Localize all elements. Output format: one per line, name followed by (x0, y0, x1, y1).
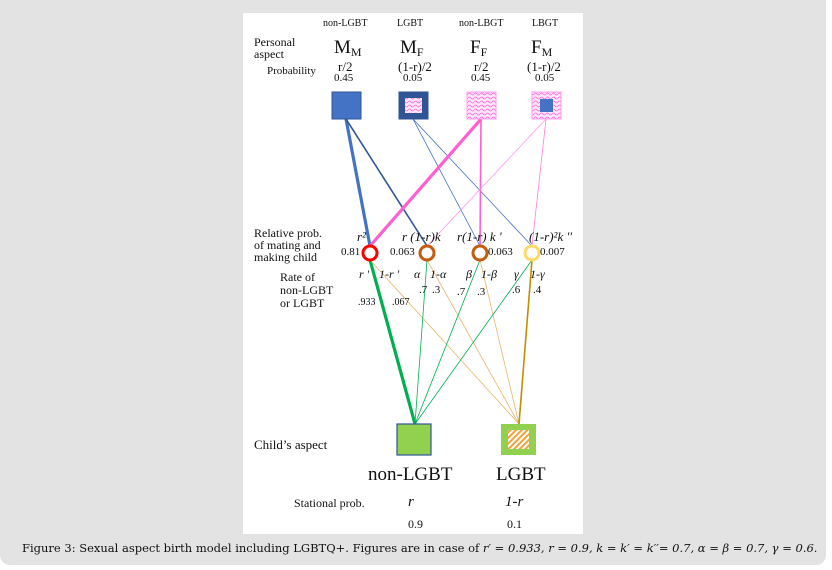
rate-value-1-gamma: .4 (533, 284, 542, 296)
parent-box-fm-inner (540, 99, 553, 112)
caption-params: r′ = 0.933, r = 0.9, k = k′ = k′′= 0.7, … (482, 541, 818, 555)
parent-prob-ff: 0.45 (471, 72, 491, 84)
parent-symbol-ff: FF (470, 37, 488, 59)
couple-circle-3 (471, 244, 489, 262)
parent-symbol-mf: MF (400, 37, 424, 59)
rate-value-1-beta: .3 (477, 286, 486, 298)
child-formula-non-lgbt: r (408, 494, 414, 510)
rate-value-alpha: .7 (419, 284, 428, 296)
parent-couple-link (344, 118, 372, 247)
rate-symbol-1-beta: 1-β (481, 267, 497, 281)
parent-prob-fm: 0.05 (535, 72, 555, 84)
child-box-lgbt-inner (508, 430, 529, 449)
parent-formula-mf: (1-r)/2 (398, 59, 432, 74)
couple-child-link (426, 259, 520, 425)
rate-symbol-1-r-prime: 1-r ' (379, 267, 400, 281)
couple-child-link (368, 259, 417, 425)
couple-formula-1: r² (357, 229, 366, 244)
parent-couple-link (368, 117, 483, 248)
couple-formula-3: r(1-r) k ' (457, 229, 502, 244)
couple-child-link (479, 259, 520, 425)
figure-caption: Figure 3: Sexual aspect birth model incl… (22, 541, 817, 555)
personal-aspect-label-2: aspect (254, 47, 284, 61)
child-aspect-label: Child’s aspect (254, 437, 328, 452)
parent-box-mf-inner (405, 98, 422, 113)
probability-label: Probability (267, 65, 316, 77)
parent-prob-mf: 0.05 (403, 72, 423, 84)
couple-value-3: 0.063 (488, 246, 513, 258)
rate-value-r-prime: .933 (358, 297, 376, 308)
child-label-lgbt: LGBT (496, 464, 546, 485)
rate-label-3: or LGBT (280, 296, 325, 310)
parent-couple-link (412, 118, 481, 247)
couple-circle-4 (523, 244, 541, 262)
parent-couple-link (426, 118, 547, 247)
couple-child-links (368, 259, 533, 425)
couple-formula-4: (1-r)²k '' (529, 229, 573, 244)
parent-box-ff (466, 91, 497, 120)
parent-formula-fm: (1-r)/2 (527, 59, 561, 74)
parent-couple-links (344, 117, 547, 248)
parent-symbol-fm: FM (531, 37, 553, 59)
rate-symbol-1-alpha: 1-α (430, 267, 447, 281)
stational-prob-label: Stational prob. (294, 496, 365, 510)
rate-symbol-gamma: γ (514, 267, 519, 281)
rate-value-gamma: .6 (512, 284, 521, 296)
couple-child-link (369, 259, 520, 425)
couple-child-link (414, 259, 533, 425)
rate-symbol-1-gamma: 1-γ (530, 267, 545, 281)
couple-value-4: 0.007 (540, 246, 565, 258)
parent-couple-link (412, 118, 533, 247)
child-label-non-lgbt: non-LGBT (368, 464, 453, 485)
couple-value-1: 0.81 (341, 246, 361, 258)
rate-value-1-alpha: .3 (432, 284, 441, 296)
category-label-mm: non-LGBT (323, 18, 368, 29)
rate-label-2: non-LGBT (280, 283, 334, 297)
category-label-fm: LBGT (532, 18, 559, 29)
parent-box-mf (398, 91, 429, 120)
relative-prob-label-2: of mating and (254, 238, 321, 252)
child-box-non-lgbt (396, 423, 432, 456)
couple-value-2: 0.063 (390, 246, 415, 258)
couple-circle-1 (361, 244, 379, 262)
parent-formula-mm: r/2 (338, 59, 353, 74)
rate-symbol-alpha: α (414, 267, 421, 281)
rate-symbol-r-prime: r ' (359, 267, 370, 281)
category-label-ff: non-LBGT (459, 18, 504, 29)
child-prob-lgbt: 0.1 (507, 517, 522, 531)
parent-couple-link (345, 118, 428, 247)
relative-prob-label: Relative prob. (254, 226, 322, 240)
caption-text: Figure 3: Sexual aspect birth model incl… (22, 541, 483, 555)
parent-couple-link (531, 118, 547, 247)
rate-value-beta: .7 (457, 286, 466, 298)
rate-symbol-beta: β (466, 267, 472, 281)
parent-box-mm (331, 91, 362, 120)
parent-symbol-mm: MM (334, 37, 362, 59)
personal-aspect-label: Personal (254, 35, 296, 49)
parent-prob-mm: 0.45 (334, 72, 354, 84)
couple-child-link (414, 259, 481, 425)
child-prob-non-lgbt: 0.9 (408, 517, 423, 531)
couple-formula-2: r (1-r)k (402, 229, 441, 244)
child-formula-lgbt: 1-r (505, 494, 524, 510)
couple-circle-2 (418, 244, 436, 262)
rate-label: Rate of (280, 270, 315, 284)
parent-formula-ff: r/2 (474, 59, 489, 74)
relative-prob-label-3: making child (254, 250, 317, 264)
rate-value-1-r-prime: .067 (392, 297, 410, 308)
parent-couple-link (479, 118, 482, 247)
couple-child-link (518, 259, 533, 425)
category-label-mf: LGBT (397, 18, 424, 29)
couple-child-link (414, 259, 428, 425)
